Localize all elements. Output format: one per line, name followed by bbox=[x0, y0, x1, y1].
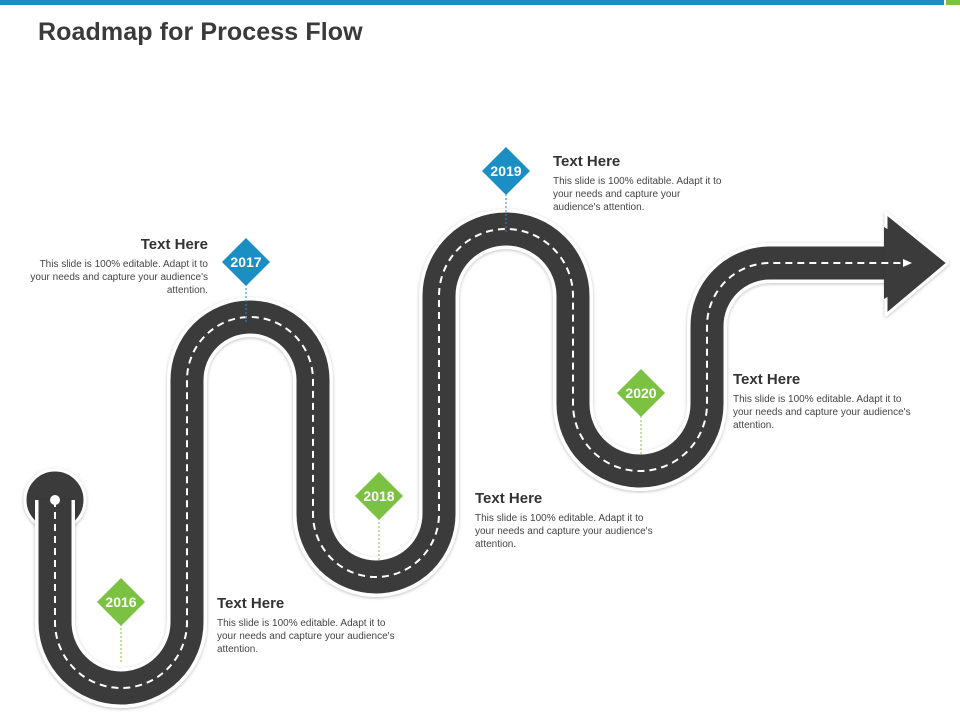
year-label: 2016 bbox=[105, 594, 137, 610]
year-marker-2019: 2019 bbox=[481, 146, 531, 196]
milestone-heading: Text Here bbox=[553, 153, 621, 170]
road-start-dot bbox=[50, 495, 60, 505]
page-title: Roadmap for Process Flow bbox=[38, 18, 363, 46]
year-marker-2017: 2017 bbox=[221, 237, 271, 287]
milestone-description: This slide is 100% editable. Adapt it to… bbox=[733, 394, 911, 431]
milestone-heading: Text Here bbox=[475, 490, 543, 507]
road-centre-line bbox=[54, 228, 903, 689]
top-accent-bar bbox=[0, 0, 944, 5]
milestone-description: This slide is 100% editable. Adapt it to… bbox=[217, 618, 395, 655]
road-body bbox=[38, 212, 895, 705]
milestone-heading: Text Here bbox=[140, 236, 208, 253]
milestone-heading: Text Here bbox=[733, 371, 801, 388]
milestone-text-2017: Text Here This slide is 100% editable. A… bbox=[30, 236, 208, 297]
milestone-text-2020: Text Here This slide is 100% editable. A… bbox=[733, 371, 913, 432]
milestone-heading: Text Here bbox=[217, 595, 285, 612]
top-accent-corner bbox=[946, 0, 960, 5]
year-marker-2016: 2016 bbox=[96, 577, 146, 627]
year-label: 2018 bbox=[363, 488, 395, 504]
year-label: 2019 bbox=[490, 163, 522, 179]
year-marker-2020: 2020 bbox=[616, 368, 666, 418]
milestone-description: This slide is 100% editable. Adapt it to… bbox=[553, 176, 722, 213]
milestone-text-2016: Text Here This slide is 100% editable. A… bbox=[217, 595, 397, 656]
milestone-text-2018: Text Here This slide is 100% editable. A… bbox=[475, 490, 655, 551]
year-label: 2017 bbox=[230, 254, 262, 270]
milestone-description: This slide is 100% editable. Adapt it to… bbox=[475, 513, 653, 550]
centre-line-arrow-tip bbox=[903, 259, 912, 267]
year-label: 2020 bbox=[625, 385, 657, 401]
milestone-text-2019: Text Here This slide is 100% editable. A… bbox=[553, 153, 725, 214]
milestone-description: This slide is 100% editable. Adapt it to… bbox=[30, 259, 208, 296]
year-marker-2018: 2018 bbox=[354, 471, 404, 521]
